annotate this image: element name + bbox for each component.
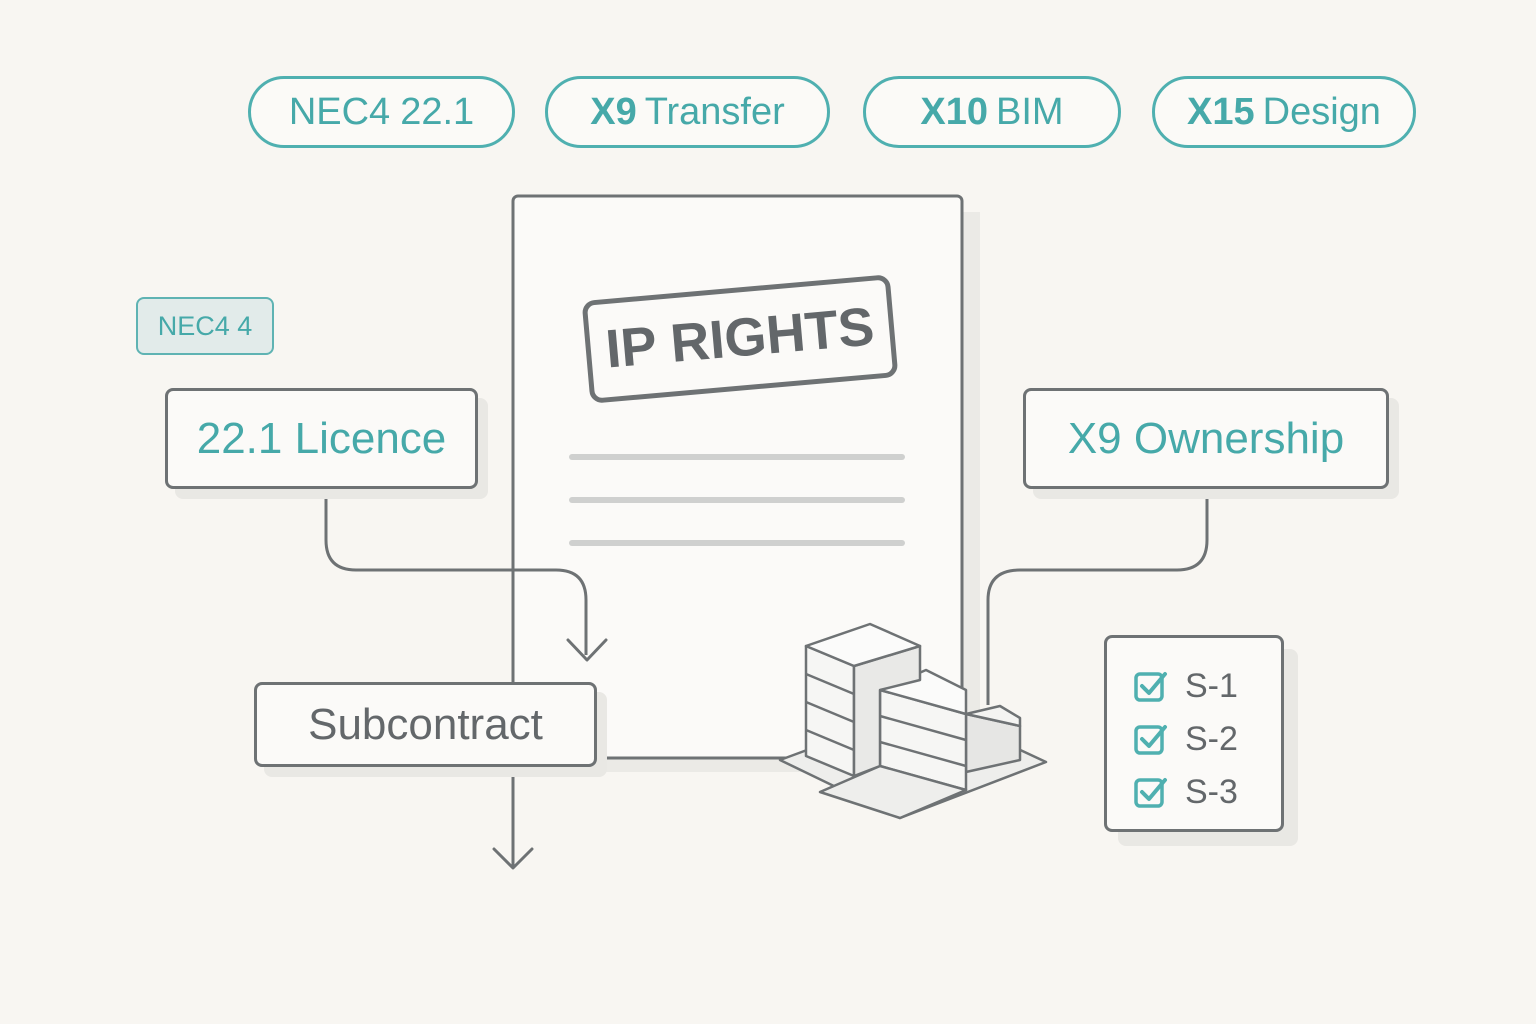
checkbox-checked-icon: [1134, 725, 1167, 755]
checklist-item-label: S-2: [1185, 719, 1238, 758]
ip-rights-stamp: IP RIGHTS: [582, 275, 898, 403]
checkbox-checked-icon: [1134, 778, 1167, 808]
tag-rest: BIM: [996, 90, 1064, 133]
licence-connector: [324, 488, 588, 655]
checklist-item-label: S-3: [1185, 772, 1238, 811]
subcontract-arrowhead: [492, 847, 534, 870]
checkbox-checked-icon: [1134, 672, 1167, 702]
subcontract-label: Subcontract: [308, 699, 543, 749]
licence-box: 22.1 Licence: [165, 388, 478, 489]
tag-rest: 22.1: [400, 90, 475, 133]
checklist-panel: S-1 S-2 S-3: [1104, 635, 1284, 832]
nec4-side-tag: NEC4 4: [136, 297, 274, 355]
tag-bold: NEC4: [288, 90, 391, 133]
checklist-item: S-3: [1133, 772, 1238, 812]
tag-bold: X10: [920, 90, 989, 133]
checklist-item: S-1: [1133, 666, 1238, 706]
tag-bold: X9: [590, 90, 637, 133]
subcontract-box: Subcontract: [254, 682, 597, 767]
tag-rest: Design: [1262, 90, 1381, 133]
licence-arrowhead: [566, 638, 608, 662]
ownership-box: X9 Ownership: [1023, 388, 1389, 489]
ownership-connector: [986, 488, 1209, 705]
checklist-item-label: S-1: [1185, 666, 1238, 705]
tag-rest: Transfer: [644, 90, 785, 133]
checklist-item: S-2: [1133, 719, 1238, 759]
bim-blocks-icon: [778, 622, 1048, 820]
ownership-label: X9 Ownership: [1067, 413, 1345, 463]
tag-bold: X15: [1187, 90, 1255, 133]
licence-label: 22.1 Licence: [196, 413, 447, 463]
